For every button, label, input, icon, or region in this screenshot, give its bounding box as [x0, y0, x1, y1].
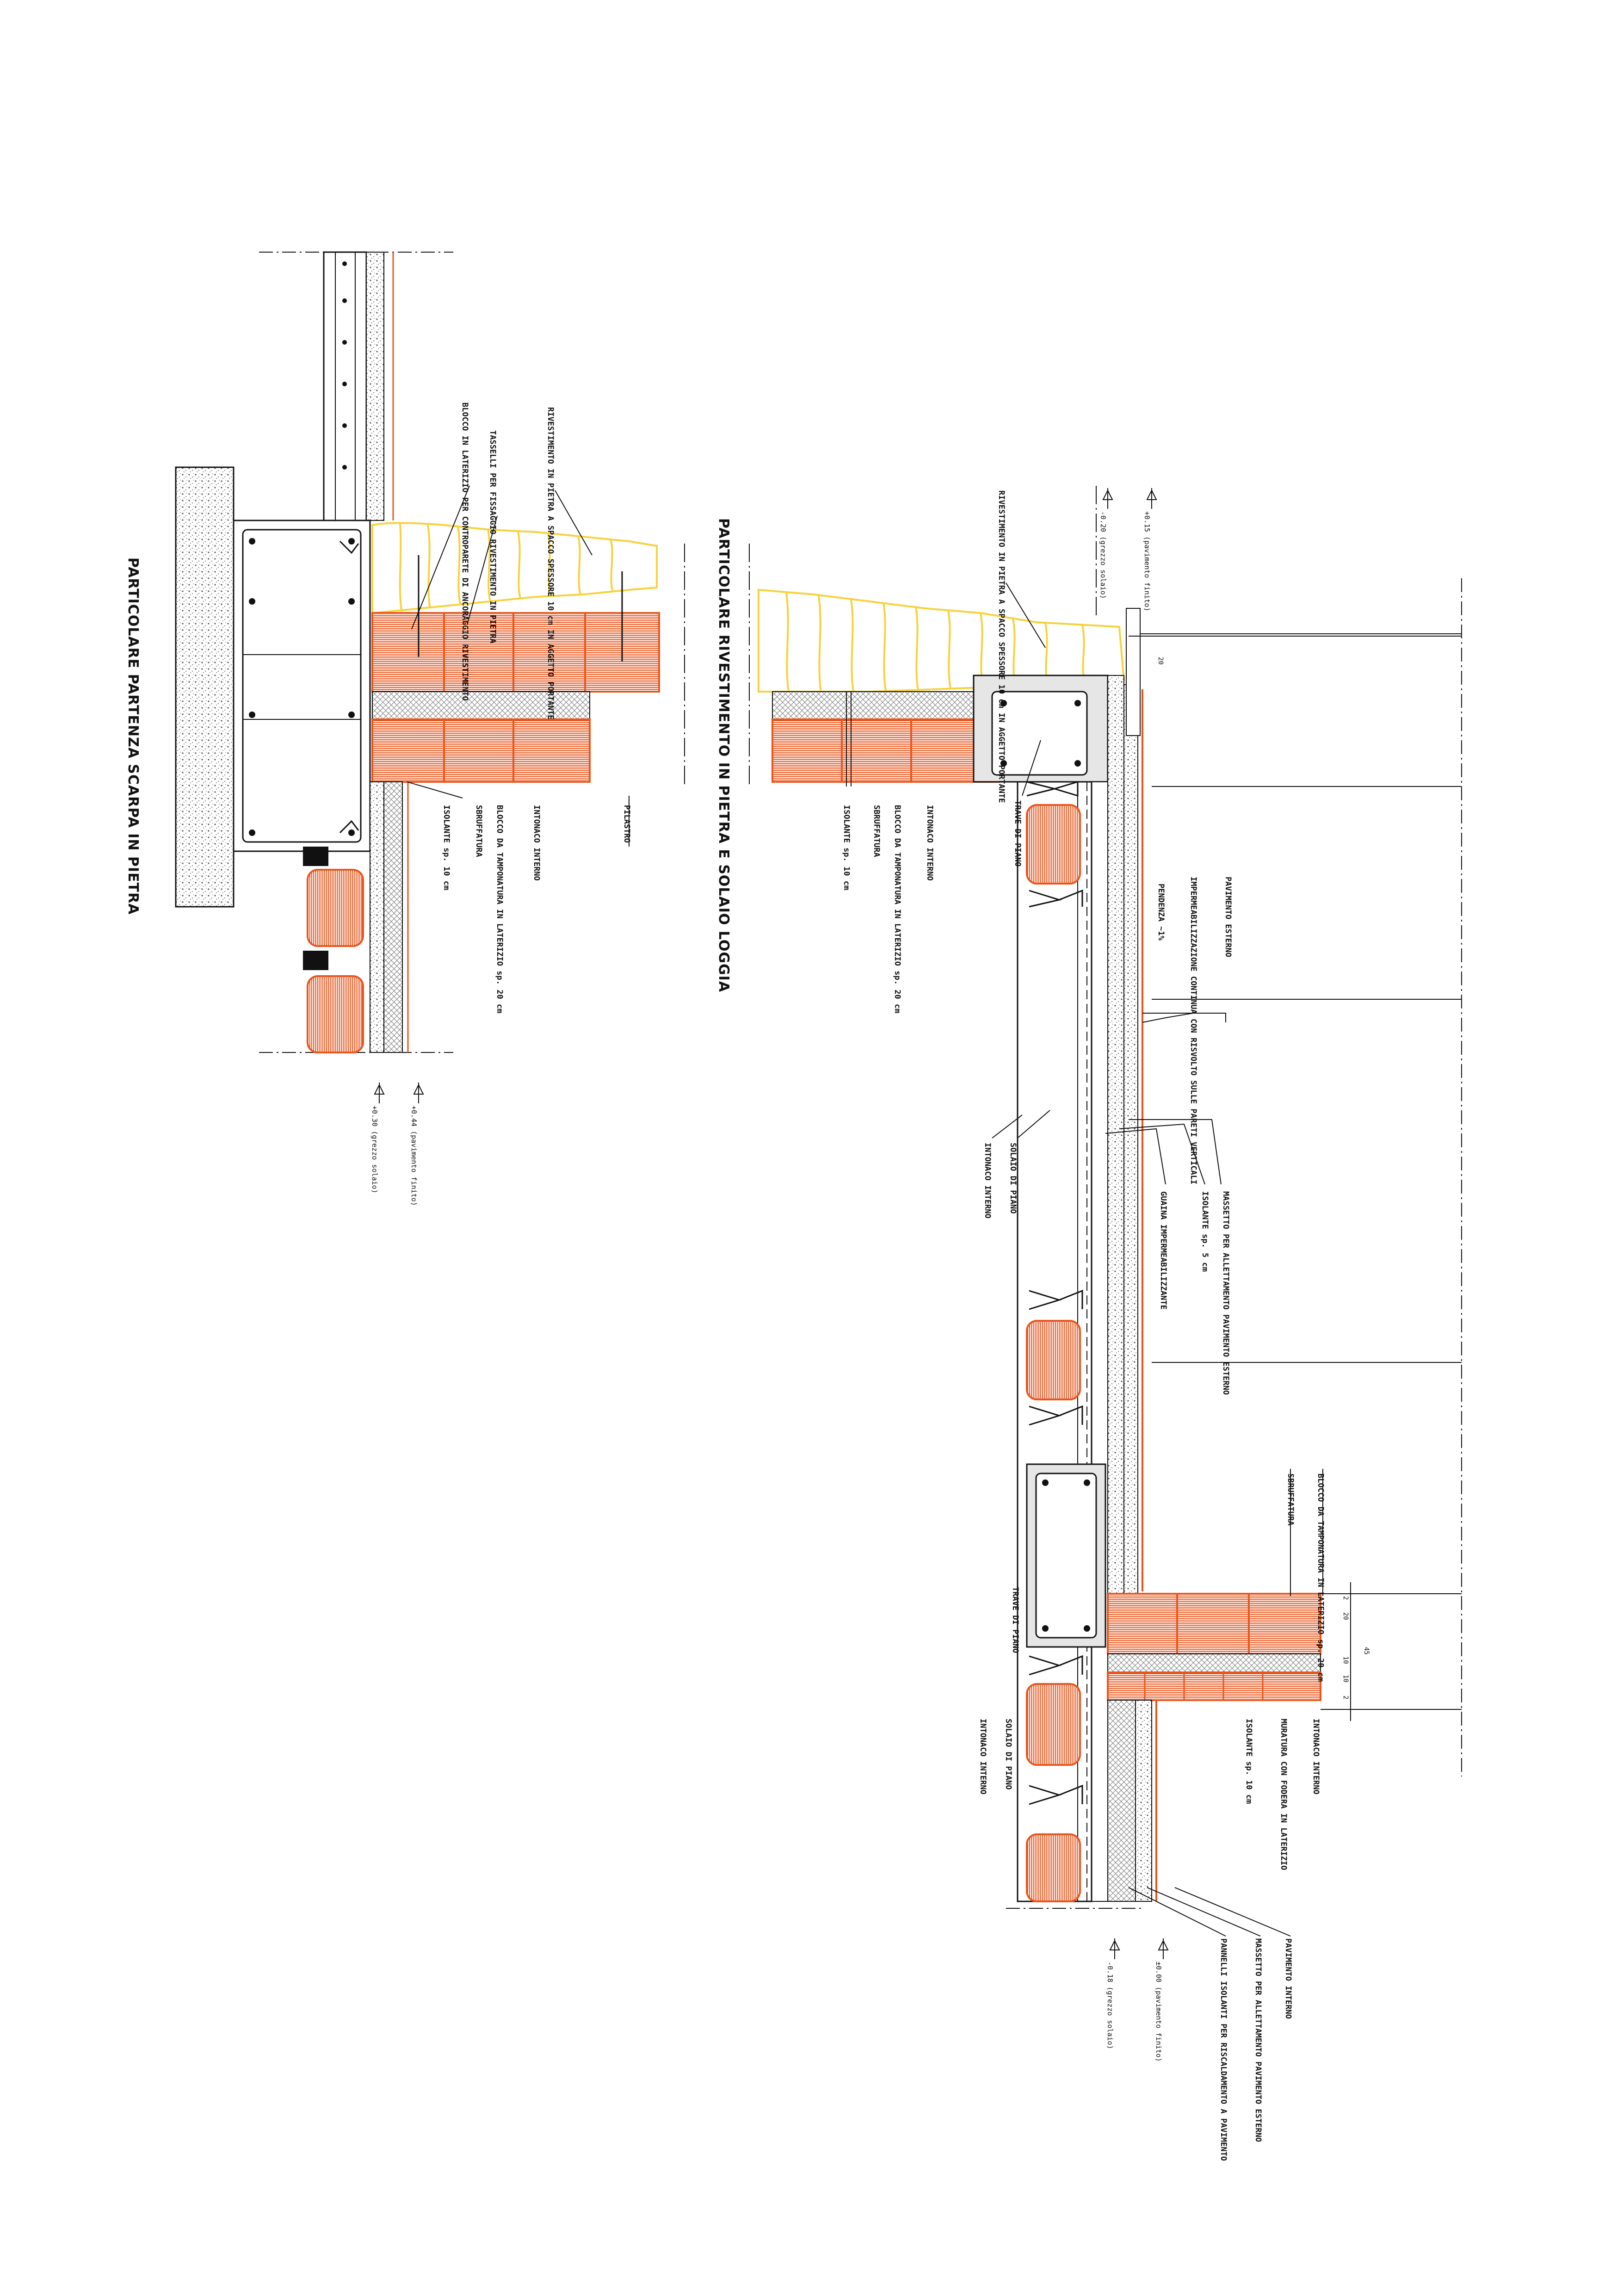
level-grezzo: +0.30 (grezzo solaio)	[370, 1106, 379, 1194]
anchoring-brick-wall	[371, 612, 660, 693]
level-b-grezzo-top: -0.20 (grezzo solaio)	[1099, 511, 1107, 599]
label-sbruffatura: SBRUFFATURA	[474, 805, 483, 857]
fodera-b2	[1107, 1671, 1321, 1701]
label-b-intonaco-2: INTONACO INTERNO	[983, 1143, 992, 1219]
label-tasselli: TASSELLI PER FISSAGGIO RIVESTIMENTO IN P…	[488, 430, 497, 644]
stone-joints	[399, 523, 614, 611]
label-pilastro: PILASTRO	[622, 805, 631, 843]
sbruffatura-strip	[366, 252, 384, 521]
joists-b	[1026, 780, 1083, 1805]
tasselli	[418, 555, 623, 662]
detail-b-levels: +0.15 (pavimento finito) -0.20 (grezzo s…	[1099, 488, 1169, 2062]
label-b-blocco: BLOCCO DA TAMPONATURA IN LATERIZIO sp. 2…	[893, 805, 902, 1013]
tamponatura-b	[771, 718, 1000, 783]
label-b-intonaco-3: INTONACO INTERNO	[1311, 1719, 1321, 1795]
foundation-beam	[233, 520, 371, 852]
foundation-footing	[175, 466, 235, 908]
slab-guaina	[1091, 781, 1108, 1902]
dims-right: 20 10 10 45 2 2	[1342, 1596, 1370, 1699]
dim-20: 20	[1157, 657, 1164, 665]
level-b-finito-top: +0.15 (pavimento finito)	[1143, 511, 1151, 612]
label-b-pannelli: PANNELLI ISOLANTI PER RISCALDAMENTO A PA…	[1219, 1938, 1228, 2161]
hook	[339, 820, 359, 834]
label-rivestimento: RIVESTIMENTO IN PIETRA A SPACCO SPESSORE…	[546, 407, 555, 720]
detail-b-leaders	[992, 582, 1323, 1937]
pannelli-isolanti	[1107, 1700, 1136, 1902]
level-b-finito-bot: ±0.00 (pavimento finito)	[1154, 1962, 1163, 2062]
detail-b-solaio-loggia: 20	[684, 486, 1462, 2161]
label-b-massetto-int: MASSETTO PER ALLETTAMENTO PAVIMENTO ESTE…	[1253, 1938, 1263, 2142]
dim-10b: 10	[1342, 1675, 1349, 1683]
tamponatura-b2	[1107, 1593, 1321, 1655]
trave-piano-1	[991, 691, 1088, 776]
label-b-isolante-5: ISOLANTE sp. 5 cm	[1200, 1191, 1210, 1272]
label-b-imperm: IMPERMEABILIZZAZIONE CONTINUA CON RISVOL…	[1189, 877, 1198, 1184]
dim-2b: 2	[1342, 1696, 1349, 1699]
detail-a-partenza-scarpa: RIVESTIMENTO IN PIETRA A SPACCO SPESSORE…	[125, 251, 660, 1206]
label-b-pavimento-esterno: PAVIMENTO ESTERNO	[1223, 877, 1233, 957]
label-b-intonaco-4: INTONACO INTERNO	[978, 1719, 987, 1795]
title-detail-b: PARTICOLARE RIVESTIMENTO IN PIETRA E SOL…	[716, 518, 732, 992]
label-isolante: ISOLANTE sp. 10 cm	[442, 805, 451, 890]
label-b-sbruffatura: SBRUFFATURA	[872, 805, 881, 857]
label-b-rivestimento: RIVESTIMENTO IN PIETRA A SPACCO SPESSORE…	[997, 490, 1006, 803]
hollow-bricks	[307, 869, 364, 1053]
rebar-dots	[342, 261, 347, 470]
insulation-layer	[372, 691, 590, 720]
joist-block	[303, 847, 328, 866]
detail-a-levels: +0.44 (pavimento finito) +0.30 (grezzo s…	[370, 1083, 424, 1206]
level-finito: +0.44 (pavimento finito)	[410, 1106, 418, 1206]
beam-rebar	[249, 538, 355, 836]
stone-cladding	[371, 522, 658, 614]
hollow-bricks-b	[1026, 804, 1081, 1902]
label-b-massetto: MASSETTO PER ALLETTAMENTO PAVIMENTO ESTE…	[1221, 1191, 1230, 1395]
dim-45: 45	[1363, 1647, 1370, 1655]
hook	[339, 540, 359, 554]
title-detail-a: PARTICOLARE PARTENZA SCARPA IN PIETRA	[125, 557, 141, 915]
beam-stirrup	[242, 529, 362, 843]
massetto	[1123, 684, 1138, 1610]
label-b-pendenza: PENDENZA ~1%	[1156, 884, 1166, 941]
dim-lines	[1129, 578, 1462, 1776]
label-b-trave-2: TRAVE DI PIANO	[1011, 1587, 1020, 1653]
label-b-solaio: SOLAIO DI PIANO	[1008, 1143, 1018, 1214]
label-b-guaina: GUAINA IMPERMEABILIZZANTE	[1159, 1191, 1168, 1310]
massetto-interno	[1135, 1700, 1152, 1902]
dim-10a: 10	[1342, 1656, 1349, 1664]
dim-20b: 20	[1342, 1612, 1349, 1620]
dim-2a: 2	[1342, 1596, 1349, 1600]
label-intonaco: INTONACO INTERNO	[532, 805, 541, 881]
label-b-isolante: ISOLANTE sp. 10 cm	[842, 805, 851, 890]
insulation-b	[772, 691, 974, 720]
pilastro-shaft	[323, 251, 367, 521]
insulation-b2	[1107, 1653, 1321, 1673]
label-blocco-laterizio: BLOCCO IN LATERIZIO PER CONTROPARETE DI …	[460, 402, 469, 701]
trave-piano-2	[1035, 1473, 1097, 1639]
joist-block	[303, 951, 328, 970]
label-b-trave-1: TRAVE DI PIANO	[1013, 800, 1022, 866]
parapet-post	[1126, 608, 1141, 736]
label-b-solaio-2: SOLAIO DI PIANO	[1004, 1719, 1013, 1790]
detail-a-leaders	[407, 485, 629, 847]
lower-insulation	[383, 781, 403, 1053]
label-b-muratura: MURATURA CON FODERA IN LATERIZIO	[1279, 1719, 1288, 1870]
tamponatura-block	[371, 718, 591, 783]
detail-a-labels: RIVESTIMENTO IN PIETRA A SPACCO SPESSORE…	[442, 402, 631, 1013]
label-b-isolante-2: ISOLANTE sp. 10 cm	[1244, 1719, 1253, 1804]
label-blocco-tamponatura: BLOCCO DA TAMPONATURA IN LATERIZIO sp. 2…	[495, 805, 504, 1013]
level-b-grezzo-bot: -0.18 (grezzo solaio)	[1106, 1962, 1114, 2049]
label-b-intonaco: INTONACO INTERNO	[925, 805, 934, 881]
lower-plaster	[370, 781, 384, 1053]
label-b-blocco-2: BLOCCO DA TAMPONATURA IN LATERIZIO sp. 2…	[1316, 1473, 1325, 1682]
label-b-pavimento-interno: PAVIMENTO INTERNO	[1284, 1938, 1293, 2019]
